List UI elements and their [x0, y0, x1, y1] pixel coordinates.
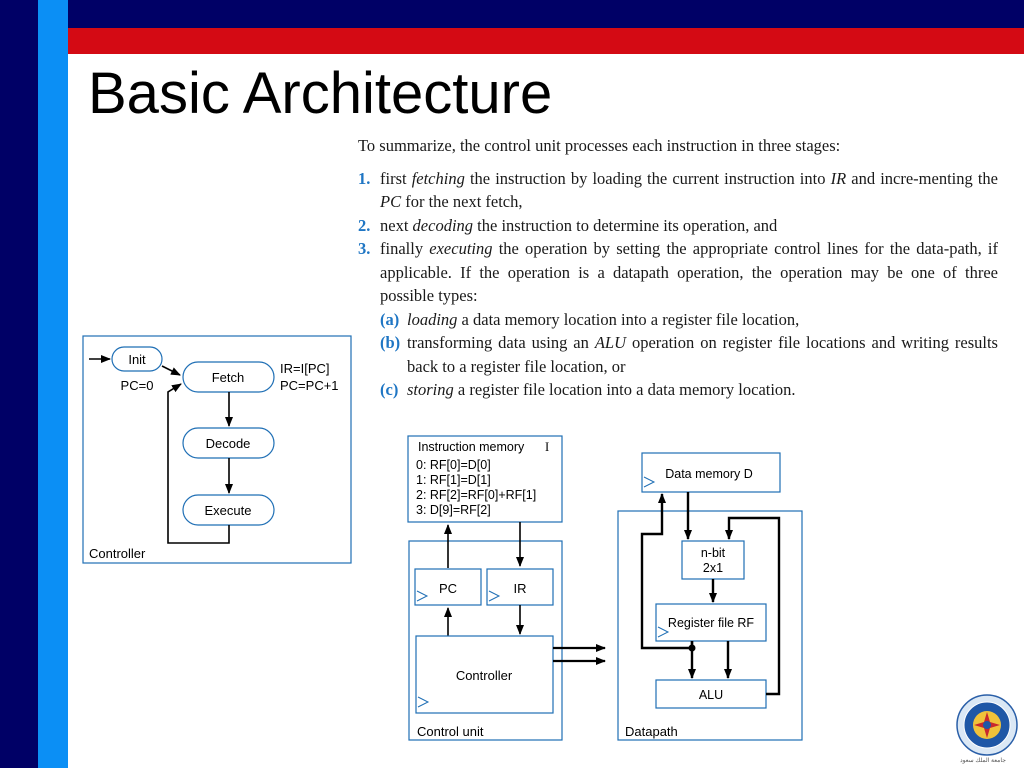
state-decode-label: Decode — [206, 436, 251, 451]
state-execute-label: Execute — [205, 503, 252, 518]
instruction-line-1: 1: RF[1]=D[1] — [416, 473, 491, 487]
alu-feedback-path — [725, 516, 781, 696]
slide-title: Basic Architecture — [88, 61, 553, 126]
control-unit-frame — [408, 540, 563, 741]
mux-label-1: n-bit — [701, 546, 726, 560]
mux — [681, 540, 745, 580]
execute-to-fetch-loop — [167, 383, 230, 544]
instruction-memory-title: Instruction memory — [418, 440, 525, 454]
junction-dot — [688, 644, 696, 652]
top-navy-bar — [0, 0, 1024, 28]
register-file-clock-icon — [657, 626, 670, 638]
left-navy-bar — [0, 0, 38, 768]
register-file-label: Register file RF — [668, 616, 754, 630]
pc-clock-icon — [416, 590, 429, 602]
logo-caption: ﺟﺎﻣﻌﺔ ﺍﻟﻤﻠﻚ ﺳﻌﻮﺩ — [960, 758, 1006, 764]
substep-c: (c)storing a register file location into… — [380, 380, 796, 399]
controller-clock-icon — [417, 696, 430, 708]
mux-label-2: 2x1 — [703, 561, 723, 575]
step-2: 2.next decoding the instruction to deter… — [358, 215, 778, 235]
pc-label: PC — [439, 581, 457, 596]
step-1: 1.first fetching the instruction by load… — [358, 168, 998, 212]
data-memory-clock-icon — [643, 476, 656, 488]
register-file — [655, 603, 767, 642]
datapath-label: Datapath — [625, 724, 678, 739]
state-init-label: Init — [128, 352, 146, 367]
data-memory-label: Data memory D — [665, 467, 753, 481]
substep-b: (b)transforming data using an ALU operat… — [380, 333, 998, 376]
init-to-fetch-arrow — [161, 365, 181, 376]
instruction-line-3: 3: D[9]=RF[2] — [416, 503, 491, 517]
fsm-frame — [82, 335, 352, 564]
instruction-line-0: 0: RF[0]=D[0] — [416, 458, 491, 472]
instruction-memory-symbol: I — [545, 440, 549, 454]
init-action: PC=0 — [121, 378, 154, 393]
state-fetch-label: Fetch — [212, 370, 245, 385]
fetch-action-1: IR=I[PC] — [280, 361, 330, 376]
step-3: 3.finally executing the operation by set… — [358, 239, 999, 305]
alu-label: ALU — [699, 688, 723, 702]
fsm-frame-label: Controller — [89, 546, 146, 561]
ir-register — [486, 568, 554, 606]
pc-register — [414, 568, 482, 606]
ir-clock-icon — [488, 590, 501, 602]
data-memory — [641, 452, 781, 493]
left-blue-bar — [38, 0, 68, 768]
substep-a: (a)loading a data memory location into a… — [380, 309, 800, 329]
instruction-memory — [407, 435, 563, 523]
state-init — [111, 346, 163, 372]
summary-text: To summarize, the control unit processes… — [358, 134, 998, 402]
university-seal-icon — [956, 694, 1018, 756]
instruction-line-2: 2: RF[2]=RF[0]+RF[1] — [416, 488, 536, 502]
intro-text: To summarize, the control unit processes… — [358, 136, 841, 155]
fetch-action-2: PC=PC+1 — [280, 378, 339, 393]
controller-block — [415, 635, 554, 714]
controller-block-label: Controller — [456, 668, 513, 683]
top-red-bar — [0, 28, 1024, 54]
datapath-frame — [617, 510, 803, 741]
control-unit-label: Control unit — [417, 724, 484, 739]
ir-label: IR — [514, 581, 527, 596]
